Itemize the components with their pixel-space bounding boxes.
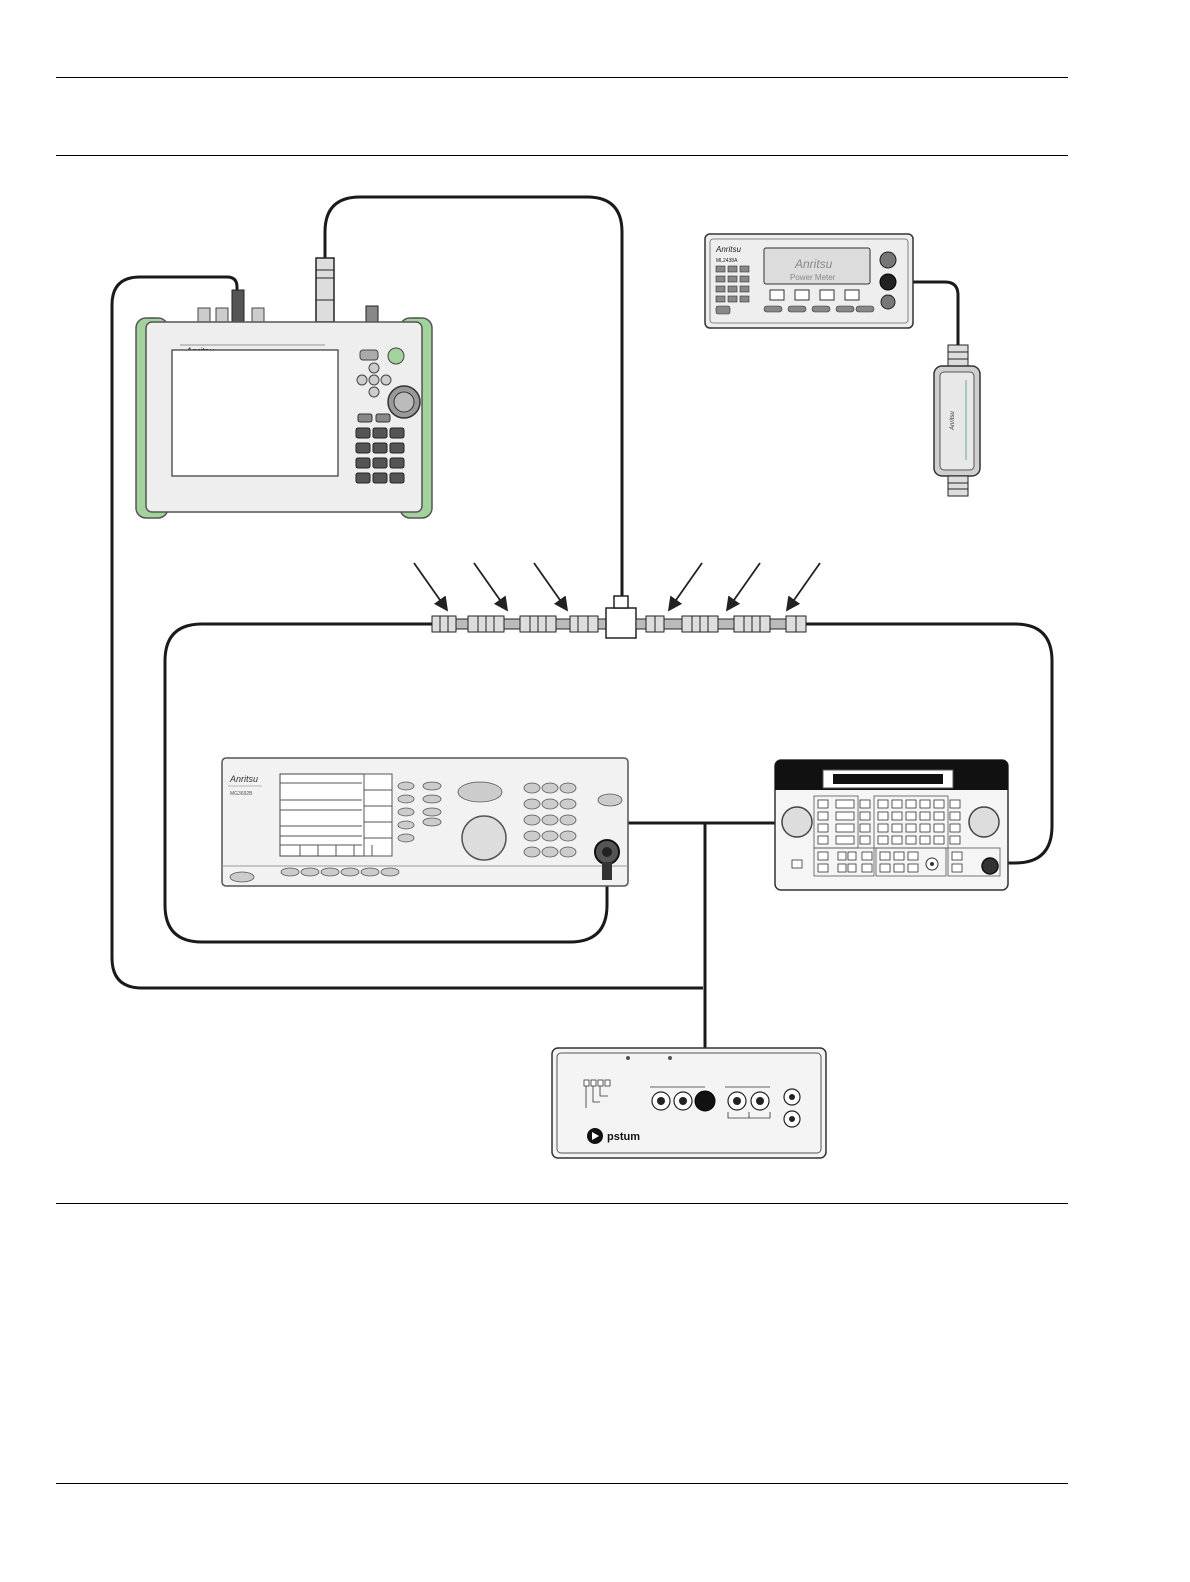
callout-arrow <box>787 563 820 610</box>
reference-output-port <box>695 1091 715 1111</box>
power-button-icon <box>388 348 404 364</box>
power-sensor: Anritsu <box>934 345 980 496</box>
power-sensor-brand: Anritsu <box>950 411 956 431</box>
power-meter-display-text: Power Meter <box>790 273 836 282</box>
tee-adapter <box>606 608 636 638</box>
attenuator-chain <box>432 596 806 638</box>
synth-left-knob-icon <box>782 807 812 837</box>
callout-arrow <box>534 563 567 610</box>
synthesizer <box>775 760 1008 890</box>
signal-generator-model: MG3692B <box>230 791 253 797</box>
callout-arrow <box>414 563 447 610</box>
power-meter-sensor-port <box>880 274 896 290</box>
frequency-reference: pstum <box>552 1048 826 1158</box>
handheld-screen <box>172 350 338 476</box>
synth-right-knob-icon <box>969 807 999 837</box>
callout-arrow <box>669 563 702 610</box>
power-meter-display-brand: Anritsu <box>794 257 833 271</box>
signal-generator-brand: Anritsu <box>229 774 258 784</box>
callout-arrow <box>474 563 507 610</box>
frequency-reference-brand: pstum <box>607 1131 640 1143</box>
power-meter: Anritsu ML2438A Anritsu Power Meter <box>705 234 913 328</box>
signal-generator-screen <box>280 774 364 856</box>
callout-arrow <box>727 563 760 610</box>
power-meter-brand: Anritsu <box>715 245 741 254</box>
synth-rf-input-port <box>982 858 998 874</box>
signal-generator: Anritsu MG3692B <box>222 758 628 886</box>
power-meter-model: ML2438A <box>716 258 738 264</box>
generator-tuning-knob-icon <box>462 816 506 860</box>
handheld-analyzer: Anritsu <box>136 258 432 518</box>
